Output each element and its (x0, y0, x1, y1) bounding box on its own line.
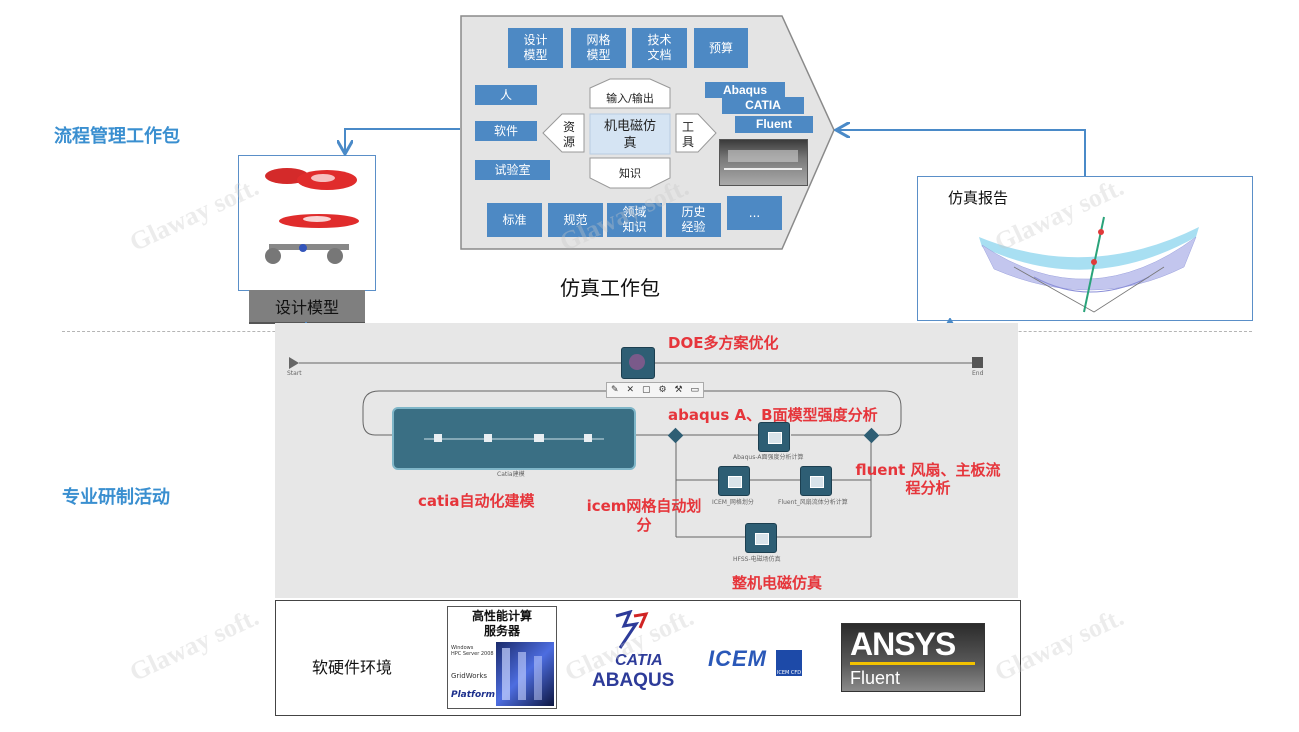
knowledge-label: 知识 (619, 167, 641, 180)
icem-cfd-badge: ICEM CFD (776, 650, 802, 676)
3ds-icon (615, 610, 649, 649)
car-model-images (265, 168, 359, 264)
report-label: 仿真报告 (948, 189, 1009, 207)
ansys-underline (850, 662, 975, 665)
hfss-node-caption: HFSS-电磁场仿真 (733, 556, 781, 563)
settings-icon[interactable]: ⚙ (658, 385, 667, 395)
box-budget: 预算 (694, 28, 748, 68)
hfss-node[interactable] (745, 523, 777, 553)
center-label: 机电磁仿 真 (603, 119, 656, 151)
abaqus-node-caption: Abaqus-A面强度分析计算 (733, 454, 804, 461)
abaqus-node[interactable] (758, 422, 790, 452)
fluent-logo-text: Fluent (850, 668, 901, 688)
catia-subprocess-block[interactable] (392, 407, 636, 470)
tool-fluent: Fluent (735, 116, 813, 133)
em-label: 整机电磁仿真 (732, 574, 823, 592)
icem-node-caption: ICEM_网格划分 (712, 499, 754, 506)
center-hexagon-cluster (542, 78, 717, 189)
doe-label: DOE多方案优化 (668, 334, 779, 352)
ansys-fluent-logo: ANSYS Fluent (841, 623, 985, 692)
catia-label: catia自动化建模 (418, 492, 535, 510)
doe-toolbar[interactable]: ✎ ✕ ▢ ⚙ ⚒ ▭ (606, 382, 704, 398)
copy-icon[interactable]: ▢ (641, 385, 651, 395)
catia-logo-text: CATIA (615, 652, 663, 669)
box-lab: 试验室 (475, 160, 550, 180)
close-icon[interactable]: ✕ (626, 385, 635, 395)
icem-logo-text: ICEM (708, 646, 767, 671)
start-node-label: Start (287, 370, 302, 377)
design-model-label: 设计模型 (249, 290, 365, 324)
box-software: 软件 (475, 121, 537, 141)
activities-title: 专业研制活动 (62, 487, 170, 508)
hpc-windows-label: Windows HPC Server 2008 (451, 645, 494, 657)
lab-photo (719, 139, 808, 186)
server-rack-image (496, 642, 554, 706)
hpc-platform-label: Platform (451, 690, 495, 700)
box-more: ... (727, 196, 782, 230)
fluent-node[interactable] (800, 466, 832, 496)
fluent-node-caption: Fluent_风扇流体分析计算 (778, 499, 848, 506)
work-package-caption: 仿真工作包 (560, 276, 660, 300)
box-specs: 规范 (548, 203, 603, 237)
box-standards: 标准 (487, 203, 542, 237)
resource-label: 资 源 (562, 120, 575, 149)
design-model-panel (238, 155, 376, 291)
hpc-server-box: 高性能计算 服务器 Windows HPC Server 2008 GridWo… (447, 606, 557, 709)
fluent-label: fluent 风扇、主板流 程分析 (855, 461, 1001, 497)
box-tech-docs: 技术 文档 (632, 28, 687, 68)
icem-cfd-text: ICEM CFD (776, 670, 802, 676)
tool-catia: CATIA (722, 97, 804, 114)
note-icon[interactable]: ▭ (690, 385, 700, 395)
tool-label: 工 具 (681, 120, 694, 149)
abaqus-label: abaqus A、B面模型强度分析 (668, 406, 878, 424)
io-label: 输入/输出 (606, 92, 654, 105)
tool-abaqus: Abaqus (705, 82, 785, 98)
environment-label: 软硬件环境 (312, 658, 393, 677)
box-history: 历史 经验 (666, 203, 721, 237)
box-design-model: 设计 模型 (508, 28, 563, 68)
hpc-title: 高性能计算 服务器 (471, 609, 532, 638)
wrench-icon[interactable]: ⚒ (674, 385, 683, 395)
pencil-icon[interactable]: ✎ (610, 385, 619, 395)
abaqus-logo-text: ABAQUS (592, 670, 675, 691)
ansys-logo-text: ANSYS (850, 626, 956, 662)
catia-subprocess-caption: Catia建模 (497, 471, 525, 478)
hpc-gridworks-label: GridWorks (451, 672, 488, 680)
catia-abaqus-logo: CATIA ABAQUS (570, 608, 695, 693)
box-domain-knowledge: 领域 知识 (607, 203, 662, 237)
report-simulation-image (979, 216, 1199, 313)
report-panel: 仿真报告 (917, 176, 1253, 321)
icem-node[interactable] (718, 466, 750, 496)
icem-label: icem网格自动划 分 (586, 497, 702, 534)
box-people: 人 (475, 85, 537, 105)
doe-node[interactable] (621, 347, 655, 379)
end-node-label: End (972, 370, 984, 377)
process-mgmt-title: 流程管理工作包 (54, 126, 180, 147)
box-mesh-model: 网格 模型 (571, 28, 626, 68)
